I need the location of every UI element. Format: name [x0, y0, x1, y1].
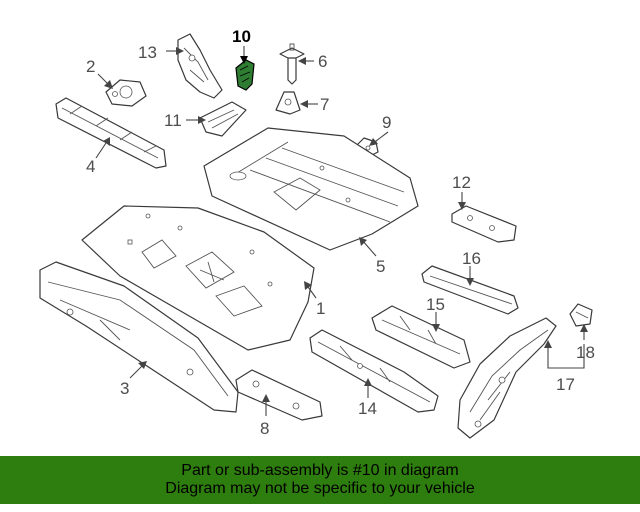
callout-16: 16	[462, 249, 481, 268]
callout-5: 5	[376, 257, 385, 276]
part-17-side-member	[457, 317, 557, 439]
part-15-rail	[371, 305, 471, 369]
callout-8: 8	[260, 419, 269, 438]
callout-6: 6	[318, 52, 327, 71]
part-8-bracket	[235, 369, 323, 421]
part-2-plate	[105, 79, 147, 107]
callout-10: 10	[232, 27, 251, 46]
part-5-floor-panel	[203, 127, 419, 251]
arrowheads	[103, 47, 588, 402]
banner-line-1: Part or sub-assembly is #10 in diagram	[181, 462, 459, 479]
callout-4: 4	[86, 157, 95, 176]
parts-diagram: 13 10 6 2 7 11 9 4 12 5 16 1 15 3 14 8 1…	[39, 27, 595, 439]
callout-2: 2	[86, 57, 95, 76]
callout-17: 17	[556, 375, 575, 394]
part-11-bracket	[199, 101, 247, 137]
callout-12: 12	[452, 173, 471, 192]
part-7-mount	[275, 91, 301, 115]
callout-14: 14	[358, 399, 377, 418]
part-12-bracket	[451, 205, 517, 243]
part-10-highlighted	[235, 59, 255, 91]
callout-11: 11	[164, 111, 182, 130]
callout-9: 9	[382, 113, 391, 132]
banner-line-2: Diagram may not be specific to your vehi…	[165, 480, 475, 497]
callout-15: 15	[426, 295, 445, 314]
callout-13: 13	[138, 43, 157, 62]
part-16-rail	[421, 265, 519, 315]
callout-7: 7	[320, 95, 329, 114]
callout-labels: 13 10 6 2 7 11 9 4 12 5 16 1 15 3 14 8 1…	[86, 27, 595, 438]
part-4-rail	[55, 97, 167, 169]
info-banner: Part or sub-assembly is #10 in diagram D…	[0, 456, 640, 504]
part-3-sill	[39, 261, 239, 413]
callout-1: 1	[316, 299, 325, 318]
part-18-clip	[569, 303, 593, 327]
part-14-member	[309, 329, 439, 413]
part-13-bracket	[177, 33, 223, 99]
part-6-stud	[279, 43, 305, 85]
callout-3: 3	[120, 379, 129, 398]
callout-18: 18	[576, 343, 595, 362]
